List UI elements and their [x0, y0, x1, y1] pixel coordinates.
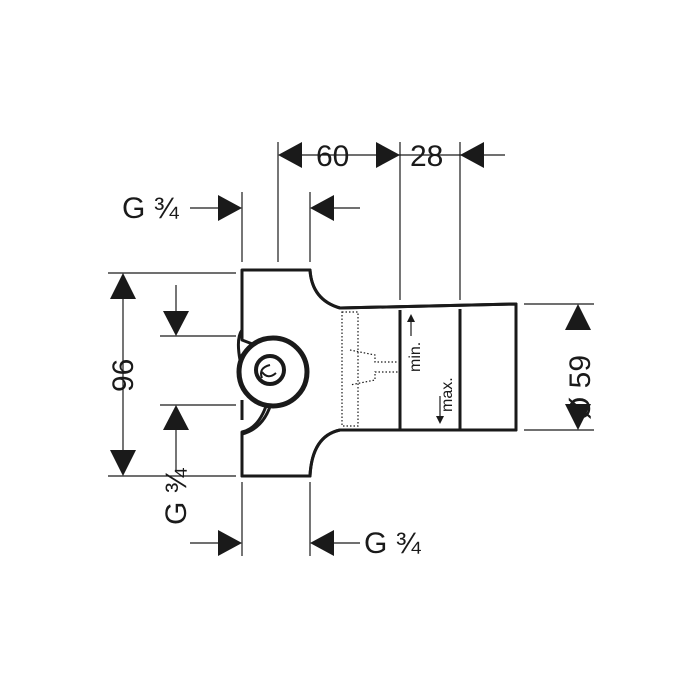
spindle — [349, 349, 401, 386]
g-bottom-right-label: G ¾ — [364, 527, 422, 560]
g-top-label: G ¾ — [122, 192, 180, 225]
dim-diameter-label: Ø 59 — [564, 355, 597, 420]
valve-body-left — [240, 268, 341, 478]
max-label: max. — [439, 377, 456, 412]
g-left-label: G ¾ — [160, 467, 193, 525]
arrow-g-top-right — [310, 195, 334, 221]
extension-housing — [339, 302, 518, 432]
min-label: min. — [407, 342, 424, 372]
arrow-60-right — [376, 142, 400, 168]
round-connector-inner — [254, 354, 286, 386]
dim-60-label: 60 — [316, 140, 349, 173]
arrow-96-top — [110, 273, 136, 299]
arrow-60-left — [278, 142, 302, 168]
connector-hook — [260, 364, 277, 379]
arrow-gl-top — [163, 311, 189, 336]
arrow-96-bottom — [110, 450, 136, 476]
arrow-gl-bottom — [163, 405, 189, 430]
min-arrow-head — [407, 314, 415, 322]
connector-slot — [236, 329, 244, 420]
arrow-28-right — [460, 142, 484, 168]
cartridge-zone — [341, 311, 359, 427]
arrow-d-bottom — [565, 404, 591, 430]
arrow-d-top — [565, 304, 591, 330]
arrow-g-bot-left — [218, 530, 242, 556]
dim-28-label: 28 — [410, 140, 443, 173]
arrow-g-bot-right — [310, 530, 334, 556]
dim-96-label: 96 — [107, 359, 140, 392]
arrow-g-top-left — [218, 195, 242, 221]
max-arrow-head — [436, 416, 444, 424]
